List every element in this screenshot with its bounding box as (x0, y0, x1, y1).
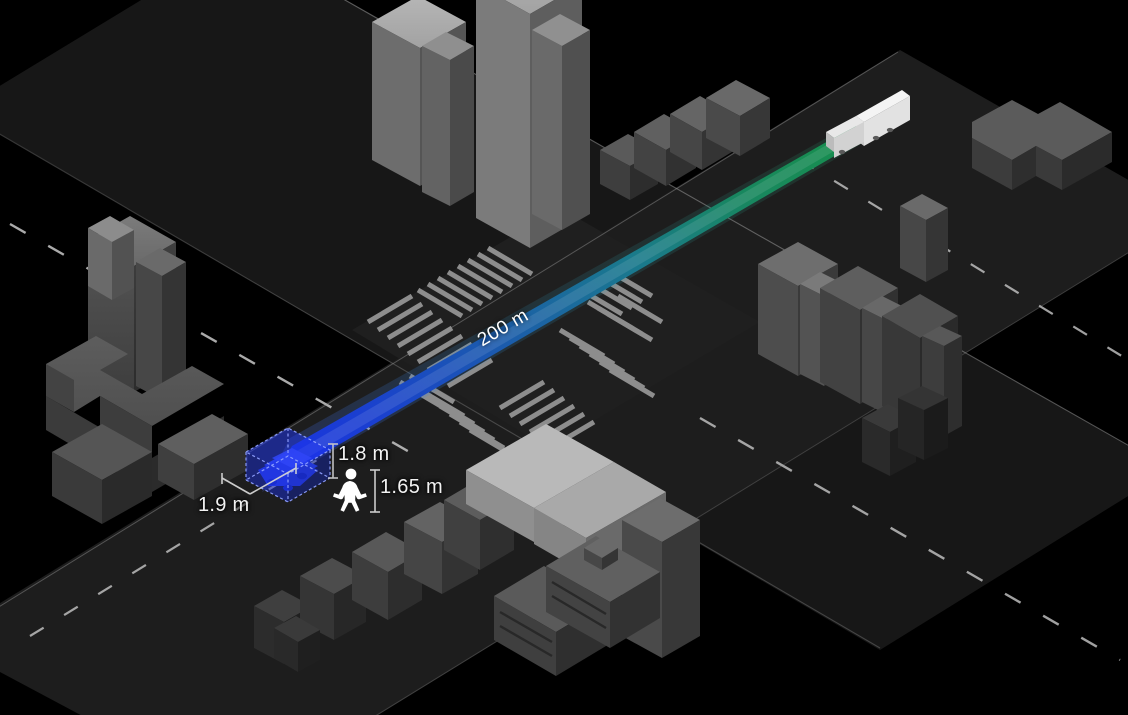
building-lower-left-small (274, 616, 320, 672)
pedestrian-walking-icon (332, 468, 367, 512)
road-a-center-dashes-2 (699, 416, 1121, 662)
building-group-lower-center (254, 480, 514, 664)
dimension-vehicle-height (328, 443, 338, 479)
building-group-top-center-row (600, 80, 770, 200)
building-group-top-center-towers (372, 0, 590, 248)
building-group-top-right (900, 100, 1112, 282)
building-group-upper-left (46, 216, 248, 524)
sensor-range-beam (262, 118, 868, 492)
label-pedestrian-height: 1.65 m (380, 476, 443, 498)
dimension-pedestrian-height (370, 469, 380, 513)
building-right-edge-small (862, 386, 948, 476)
crosswalk-north (416, 245, 534, 319)
detected-truck (826, 90, 910, 158)
label-vehicle-width: 1.9 m (198, 494, 250, 516)
building-top-left-tiny (88, 216, 134, 300)
building-warehouse-lower-right (494, 536, 660, 676)
label-vehicle-height: 1.8 m (338, 443, 390, 465)
dimension-vehicle-width (221, 463, 297, 495)
road-a-center-dashes (9, 222, 421, 460)
building-group-right-stepped (758, 242, 962, 436)
crosswalk-east-2 (558, 327, 656, 399)
intersection-plate (352, 208, 760, 448)
road-b-edge-lower (375, 252, 1128, 715)
